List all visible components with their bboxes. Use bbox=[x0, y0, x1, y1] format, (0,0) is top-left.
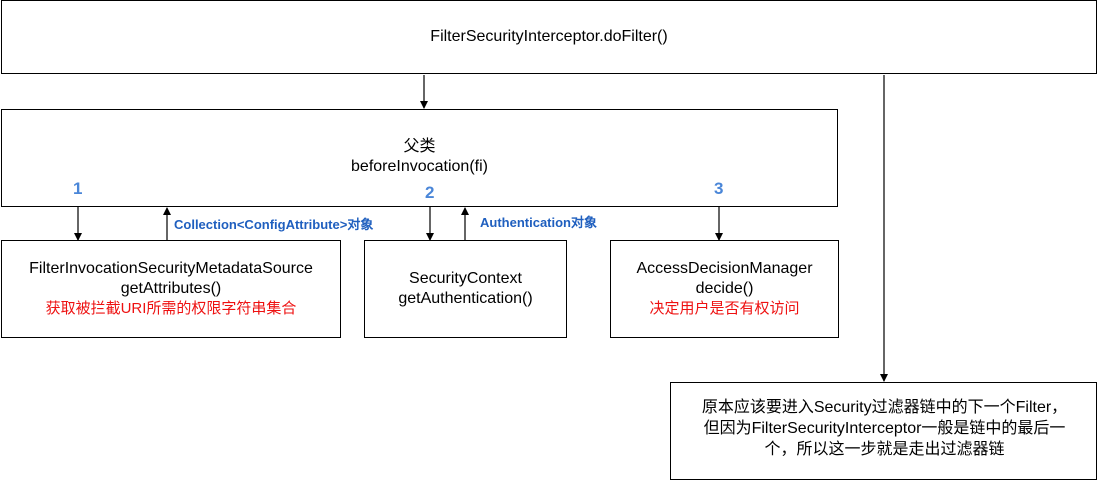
edge-label-collection: Collection<ConfigAttribute>对象 bbox=[174, 217, 374, 232]
exit-note-line2: 但因为FilterSecurityInterceptor一般是链中的最后一 bbox=[703, 420, 1066, 437]
security-context-line1: SecurityContext bbox=[409, 270, 522, 287]
metadata-source-line1: FilterInvocationSecurityMetadataSource bbox=[29, 260, 313, 277]
security-context-line2: getAuthentication() bbox=[398, 290, 533, 307]
exit-note-line1: 原本应该要进入Security过滤器链中的下一个Filter， bbox=[701, 399, 1068, 416]
parent-box-line2: beforeInvocation(fi) bbox=[351, 158, 488, 175]
top-box: FilterSecurityInterceptor.doFilter() bbox=[1, 0, 1097, 74]
decision-manager-line2: decide() bbox=[695, 280, 754, 297]
decision-manager-note: 决定用户是否有权访问 bbox=[649, 300, 800, 317]
decision-manager-line1: AccessDecisionManager bbox=[636, 260, 813, 277]
security-context-box: SecurityContext getAuthentication() bbox=[364, 240, 567, 338]
metadata-source-line2: getAttributes() bbox=[120, 280, 222, 297]
exit-chain-note: 原本应该要进入Security过滤器链中的下一个Filter， 但因为Filte… bbox=[670, 382, 1097, 480]
parent-box: 父类 beforeInvocation(fi) bbox=[1, 109, 838, 207]
top-box-title: FilterSecurityInterceptor.doFilter() bbox=[430, 28, 668, 45]
parent-box-line1: 父类 bbox=[403, 138, 436, 155]
metadata-source-box: FilterInvocationSecurityMetadataSource g… bbox=[1, 240, 341, 338]
step-number-1: 1 bbox=[73, 179, 83, 198]
step-number-3: 3 bbox=[714, 179, 724, 198]
decision-manager-box: AccessDecisionManager decide() 决定用户是否有权访… bbox=[610, 240, 839, 338]
metadata-source-note: 获取被拦截URI所需的权限字符串集合 bbox=[45, 300, 297, 317]
step-number-2: 2 bbox=[425, 183, 435, 202]
edge-label-authentication: Authentication对象 bbox=[480, 215, 597, 230]
exit-note-line3: 个，所以这一步就是走出过滤器链 bbox=[764, 441, 1005, 458]
